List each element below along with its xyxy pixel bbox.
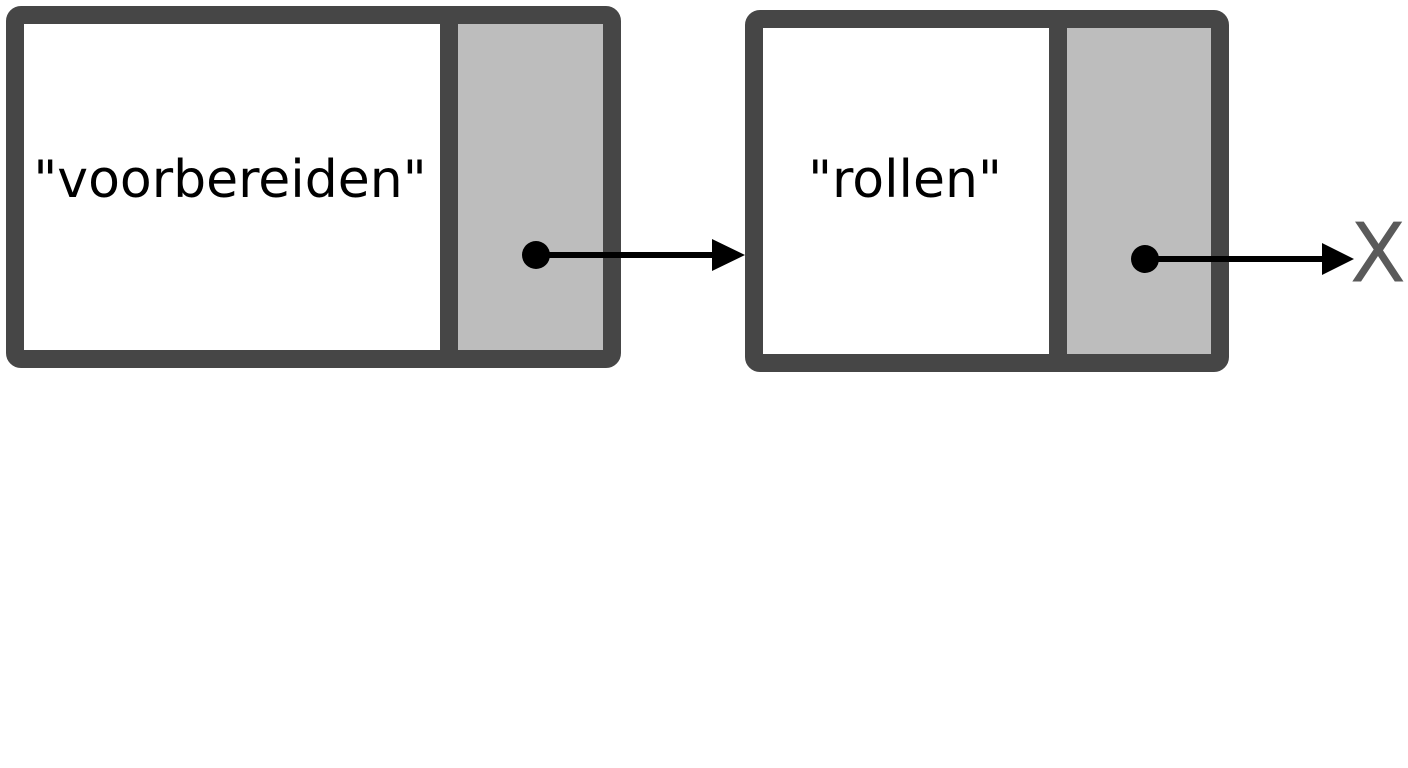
pointer-arrow-2: [1131, 243, 1354, 275]
node-2-value: "rollen": [808, 150, 1002, 210]
node-2-frame: [745, 10, 1229, 372]
null-marker: X: [1350, 206, 1406, 301]
node-2-pointer-cell: [1058, 28, 1216, 354]
node-1-value: "voorbereiden": [33, 150, 426, 210]
node-1-frame: [6, 6, 621, 368]
pointer-2-arrowhead: [1322, 243, 1354, 275]
list-node-1: "voorbereiden": [6, 6, 621, 368]
list-node-2: "rollen": [745, 10, 1229, 372]
pointer-1-arrowhead: [712, 239, 745, 271]
pointer-arrow-1: [522, 239, 745, 271]
node-1-pointer-cell: [449, 24, 605, 350]
